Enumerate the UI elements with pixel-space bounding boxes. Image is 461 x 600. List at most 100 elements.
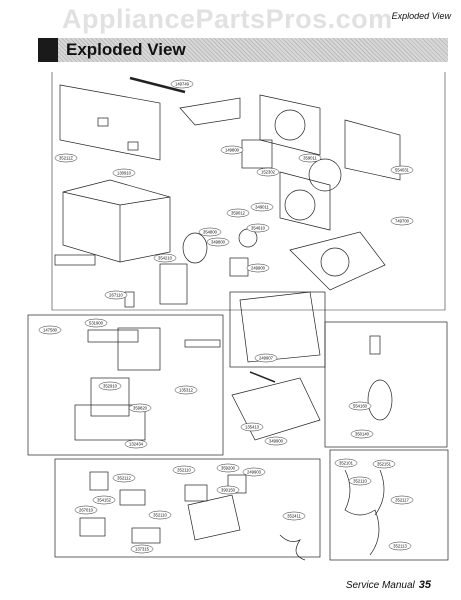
part-label-p25: 349900 [264,436,288,446]
back-cover-part [59,84,161,161]
sub-board-part [131,527,161,544]
part-label-p11: 349800 [206,237,230,247]
part-number-text: 359200 [221,466,236,471]
title-bar [38,38,448,62]
part-label-p40: 352110 [348,476,372,486]
part-number-text: 352110 [177,468,191,473]
part-label-p28: 249903 [242,467,266,477]
part-label-bubble [172,465,196,475]
part-number-text: 135312 [179,388,194,393]
part-number-text: 352113 [393,544,407,549]
part-label-bubble [84,318,108,328]
condenser-fan-part [308,158,342,192]
remote-control-part [124,291,135,308]
part-label-bubble [282,511,306,521]
part-label-p26: 554160 [348,401,372,411]
part-label-p37: 137315 [130,544,154,554]
fan-base-part [241,139,273,169]
part-label-bubble [92,495,116,505]
part-label-bubble [130,544,154,554]
part-label-bubble [174,385,198,395]
part-label-bubble [334,458,358,468]
page-title: Exploded View [66,40,186,59]
part-label-bubble [124,439,148,449]
part-number-text: 249900 [251,266,266,271]
part-label-bubble [250,202,274,212]
motor-mount-part [229,257,249,277]
part-number-text: 249907 [259,356,274,361]
part-number-text: 147580 [43,328,58,333]
part-number-text: 130910 [117,171,132,176]
front-grille-frame [117,327,161,371]
base-assembly-part [239,291,321,363]
part-number-text: 352151 [377,462,392,467]
part-label-p10: 354800 [198,227,222,237]
part-number-text: 354800 [203,230,218,235]
display-panel-part [79,517,106,537]
part-label-p24: 135413 [240,422,264,432]
grille-strip-part [54,254,96,266]
part-number-text: 352117 [395,498,409,503]
shroud-ring-part [274,109,306,141]
filter-frame-part [159,263,188,305]
part-label-bubble [264,436,288,446]
title-marker [38,38,58,62]
part-number-text: 352110 [353,479,367,484]
drain-rod-part [249,371,276,383]
part-label-bubble [220,145,244,155]
part-number-text: 354610 [251,226,266,231]
footer-manual-text: Service Manual [345,580,415,591]
part-label-layer: 14974935211Z1498001523023590115540311309… [38,79,414,554]
part-number-text: 267110 [109,293,123,298]
part-number-text: 352411 [287,514,301,519]
control-housing-part [187,494,241,541]
part-label-bubble [242,467,266,477]
part-label-p14: 249900 [246,263,270,273]
part-label-bubble [153,253,177,263]
part-number-text: 554160 [353,404,368,409]
front-panel-frame [27,314,224,456]
part-label-p41: 352117 [390,495,414,505]
relay-part [184,484,208,502]
evaporator-housing-part [289,231,386,291]
part-number-text: 135413 [245,425,260,430]
part-number-text: 354210 [158,256,173,261]
orifice-ring-part [284,189,316,221]
part-number-text: 554031 [395,168,410,173]
part-label-bubble [390,495,414,505]
part-label-bubble [54,153,78,163]
part-label-bubble [198,227,222,237]
control-board-part [89,471,109,491]
part-number-text: 35211Z [59,156,73,161]
part-label-bubble [226,208,250,218]
part-label-bubble [170,79,194,89]
part-label-p7: 130910 [112,168,136,178]
page-number: 35 [418,579,431,591]
part-number-text: 349900 [269,439,284,444]
part-number-text: 152302 [261,170,276,175]
base-pan-part [231,377,321,441]
air-filter-part [90,377,130,417]
cabinet-edge [62,191,171,206]
part-number-text: 149800 [225,148,240,153]
part-label-bubble [390,216,414,226]
part-number-text: 359820 [133,406,148,411]
part-label-bubble [216,463,240,473]
part-label-p19: 352910 [98,381,122,391]
part-label-p32: 352110 [148,510,172,520]
part-label-p21: 249907 [254,353,278,363]
part-label-p15: 749700 [390,216,414,226]
part-number-text: 349800 [211,240,226,245]
part-label-bubble [348,476,372,486]
capacitor-part [369,335,381,355]
part-number-text: 132434 [129,442,144,447]
part-label-p35: 354152 [92,495,116,505]
part-label-p4: 152302 [256,167,280,177]
part-number-text: 349011 [255,205,269,210]
part-label-p18: 531900 [84,318,108,328]
part-label-bubble [246,263,270,273]
part-label-bubble [38,325,62,335]
part-label-bubble [256,167,280,177]
